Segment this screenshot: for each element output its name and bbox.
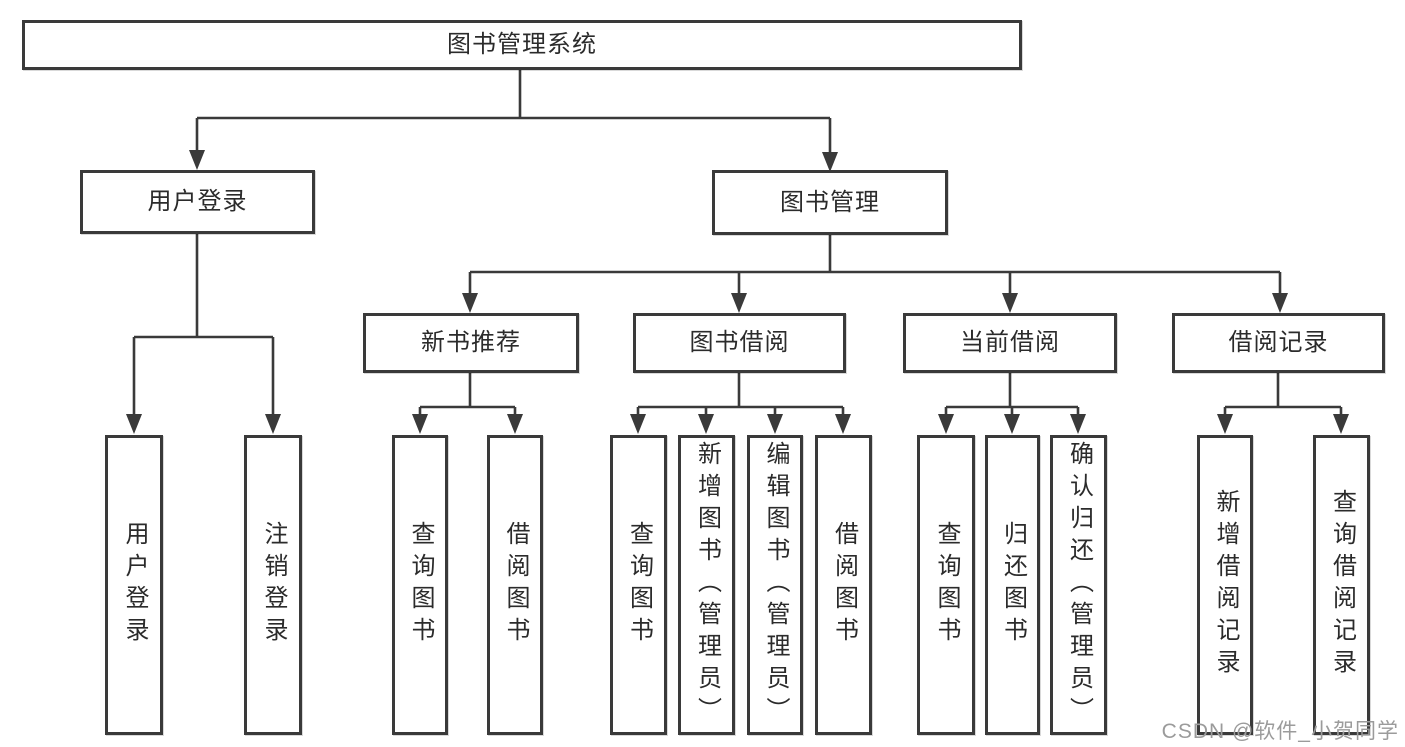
- node-user-login: 用户登录: [80, 170, 315, 234]
- node-book-mgmt-label: 图书管理: [780, 188, 880, 216]
- csdn-watermark: CSDN @软件_小贺同学: [1161, 720, 1399, 743]
- node-current-borrow-label: 当前借阅: [960, 329, 1060, 356]
- leaf-cb-query-book: 查询图书: [917, 435, 975, 735]
- leaf-rec-query-book: 查询图书: [392, 435, 448, 735]
- node-borrow-records: 借阅记录: [1172, 313, 1385, 373]
- connector-book-mgmt-children: [462, 235, 1288, 313]
- leaf-bb-edit-book-label: 编辑图书（管理员）: [762, 441, 789, 729]
- node-book-borrow-label: 图书借阅: [689, 329, 790, 356]
- leaf-bb-borrow-book-label: 借阅图书: [830, 521, 858, 649]
- leaf-br-query-record: 查询借阅记录: [1313, 435, 1370, 735]
- connector-new-book-rec-children: [412, 373, 523, 434]
- leaf-bb-query-book-label: 查询图书: [625, 521, 653, 649]
- leaf-user-login-label: 用户登录: [121, 521, 148, 649]
- leaf-br-query-record-label: 查询借阅记录: [1328, 489, 1356, 681]
- leaf-bb-add-book: 新增图书（管理员）: [678, 435, 735, 735]
- leaf-cb-confirm-return-label: 确认归还（管理员）: [1065, 441, 1093, 729]
- node-book-borrow: 图书借阅: [633, 313, 846, 373]
- connector-current-borrow-children: [938, 373, 1086, 434]
- leaf-bb-edit-book: 编辑图书（管理员）: [747, 435, 803, 735]
- node-borrow-records-label: 借阅记录: [1228, 329, 1329, 356]
- leaf-cb-return-book: 归还图书: [985, 435, 1040, 735]
- leaf-rec-borrow-book-label: 借阅图书: [502, 521, 529, 649]
- node-new-book-rec: 新书推荐: [363, 313, 579, 373]
- node-root: 图书管理系统: [22, 20, 1022, 70]
- connector-user-login-children: [126, 234, 281, 434]
- node-root-label: 图书管理系统: [447, 31, 597, 58]
- leaf-rec-query-book-label: 查询图书: [407, 521, 434, 649]
- leaf-cb-return-book-label: 归还图书: [999, 521, 1027, 649]
- leaf-br-add-record-label: 新增借阅记录: [1212, 489, 1239, 681]
- node-current-borrow: 当前借阅: [903, 313, 1117, 373]
- leaf-cb-confirm-return: 确认归还（管理员）: [1050, 435, 1107, 735]
- node-user-login-label: 用户登录: [147, 188, 248, 215]
- connector-root-to-level2: [189, 70, 838, 172]
- node-new-book-rec-label: 新书推荐: [421, 329, 521, 356]
- connector-book-borrow-children: [630, 373, 851, 434]
- leaf-bb-add-book-label: 新增图书（管理员）: [693, 441, 721, 729]
- connector-borrow-records-children: [1217, 373, 1349, 434]
- leaf-bb-borrow-book: 借阅图书: [815, 435, 872, 735]
- leaf-bb-query-book: 查询图书: [610, 435, 667, 735]
- leaf-logout: 注销登录: [244, 435, 302, 735]
- node-book-mgmt: 图书管理: [712, 170, 948, 235]
- leaf-rec-borrow-book: 借阅图书: [487, 435, 543, 735]
- leaf-logout-label: 注销登录: [260, 521, 287, 649]
- leaf-user-login: 用户登录: [105, 435, 163, 735]
- leaf-br-add-record: 新增借阅记录: [1197, 435, 1253, 735]
- leaf-cb-query-book-label: 查询图书: [933, 521, 960, 649]
